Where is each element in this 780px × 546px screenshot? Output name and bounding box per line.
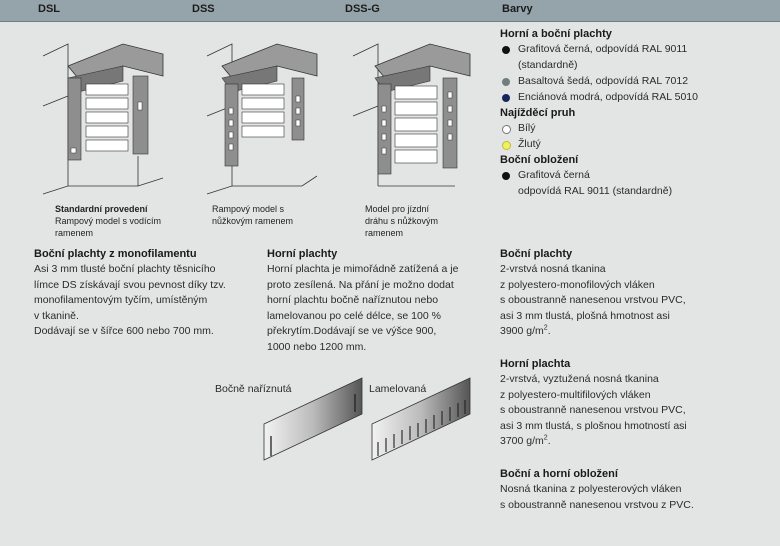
sample-lamel-sheet	[371, 377, 471, 461]
cladding-line1: Nosná tkanina z polyesterových vláken	[500, 483, 682, 495]
top-sheet-line4: asi 3 mm tlustá, s plošnou hmotností asi	[500, 419, 687, 432]
swatch-white-icon	[502, 125, 511, 134]
header-bar: DSL DSS DSS-G Barvy	[0, 0, 780, 22]
dss-illustration	[206, 43, 318, 195]
colors-heading-sheets: Horní a boční plachty	[500, 28, 612, 40]
caption-dss-line1: Rampový model s	[212, 204, 285, 214]
mono-line2: límce DS získávají svou pevnost díky tzv…	[34, 278, 226, 291]
side-sheets-spec: Boční plachty 2-vrstvá nosná tkanina z p…	[500, 247, 775, 340]
top-sheets-line1: Horní plachta je mimořádně zatížená a je	[267, 263, 459, 275]
caption-dsl-line1: Rampový model s vodícím	[55, 216, 162, 226]
color-basalt: Basaltová šedá, odpovídá RAL 7012	[518, 75, 689, 87]
top-sheet-line3: s oboustranně nanesenou vrstvou PVC,	[500, 404, 686, 417]
cladding-line2: s oboustranně nanesenou vrstvou z PVC.	[500, 498, 694, 511]
mono-line1: Asi 3 mm tlusté boční plachty těsnicího	[34, 263, 216, 275]
swatch-gentian-icon	[502, 94, 510, 102]
caption-dsl-title: Standardní provedení	[55, 204, 148, 214]
top-sheet-spec: Horní plachta 2-vrstvá, vyztužená nosná …	[500, 357, 775, 450]
side-sheets-line3: s oboustranně nanesenou vrstvou PVC,	[500, 294, 686, 307]
side-sheets-line1: 2-vrstvá nosná tkanina	[500, 263, 606, 275]
side-sheets-line4: asi 3 mm tlustá, plošná hmotnost asi	[500, 309, 670, 322]
top-sheets-line2: proto zesílená. Na přání je možno dodat	[267, 278, 454, 291]
color-gentian: Enciánová modrá, odpovídá RAL 5010	[518, 91, 698, 103]
side-sheets-line2: z polyestero-monofilových vláken	[500, 278, 655, 291]
col-header-barvy: Barvy	[502, 3, 533, 15]
mono-line3: monofilamentovým tyčím, umístěným	[34, 294, 208, 307]
mono-line5: Dodávají se v šířce 600 nebo 700 mm.	[34, 325, 214, 338]
sample-cut-sheet	[263, 377, 363, 461]
side-sheets-title: Boční plachty	[500, 248, 573, 260]
cladding-spec: Boční a horní obložení Nosná tkanina z p…	[500, 467, 775, 513]
top-sheets-section: Horní plachty Horní plachta je mimořádně…	[267, 247, 492, 356]
sample-cut-label: Bočně naříznutá	[215, 383, 292, 395]
col-header-dsl: DSL	[38, 3, 60, 15]
swatch-yellow-icon	[502, 141, 511, 150]
mono-title: Boční plachty z monofilamentu	[34, 248, 197, 260]
caption-dssg-line2: dráhu s nůžkovým	[365, 216, 439, 226]
color-graphite-note: (standardně)	[518, 59, 578, 71]
mono-line4: v tkanině.	[34, 309, 79, 322]
color-white: Bílý	[518, 122, 536, 134]
top-sheet-line2: z polyestero-multifilových vláken	[500, 388, 651, 401]
top-sheets-title: Horní plachty	[267, 248, 338, 260]
swatch-graphite-icon	[502, 46, 510, 54]
color-graphite: Grafitová černá, odpovídá RAL 9011	[518, 43, 688, 55]
col-header-dss: DSS	[192, 3, 215, 15]
top-sheet-line1: 2-vrstvá, vyztužená nosná tkanina	[500, 373, 659, 385]
swatch-graphite2-icon	[502, 172, 510, 180]
cladding-title: Boční a horní obložení	[500, 468, 618, 480]
color-graphite2-note: odpovídá RAL 9011 (standardně)	[518, 185, 673, 197]
top-sheet-title: Horní plachta	[500, 358, 571, 370]
caption-dssg: Model pro jízdní dráhu s nůžkovým ramene…	[365, 203, 438, 239]
mono-section: Boční plachty z monofilamentu Asi 3 mm t…	[34, 247, 259, 340]
top-sheets-line4: lamelovanou po celé délce, se 100 %	[267, 309, 441, 322]
caption-dssg-line1: Model pro jízdní	[365, 204, 430, 214]
caption-dssg-line3: ramenem	[365, 228, 404, 238]
color-graphite2: Grafitová černá	[518, 169, 590, 181]
caption-dsl-line2: ramenem	[55, 228, 94, 238]
swatch-basalt-icon	[502, 78, 510, 86]
colors-heading-cladding: Boční obložení	[500, 154, 579, 166]
col-header-dssg: DSS-G	[345, 3, 380, 15]
colors-heading-strip: Najížděcí pruh	[500, 107, 576, 119]
caption-dss-line2: nůžkovým ramenem	[212, 216, 294, 226]
caption-dsl: Standardní provedení Rampový model s vod…	[55, 203, 161, 239]
color-yellow: Žlutý	[518, 138, 541, 150]
caption-dss: Rampový model s nůžkovým ramenem	[212, 203, 293, 227]
top-sheets-line5: překrytím.Dodávají se ve výšce 900,	[267, 325, 437, 338]
side-sheets-line5: 3900 g/m2.	[500, 324, 551, 338]
top-sheets-line3: horní plachtu bočně naříznutou nebo	[267, 294, 439, 307]
top-sheets-line6: 1000 nebo 1200 mm.	[267, 340, 367, 353]
top-sheet-line5: 3700 g/m2.	[500, 434, 551, 448]
sample-lamel-label: Lamelovaná	[369, 383, 427, 395]
dssg-illustration	[352, 43, 471, 187]
dsl-illustration	[42, 43, 164, 195]
